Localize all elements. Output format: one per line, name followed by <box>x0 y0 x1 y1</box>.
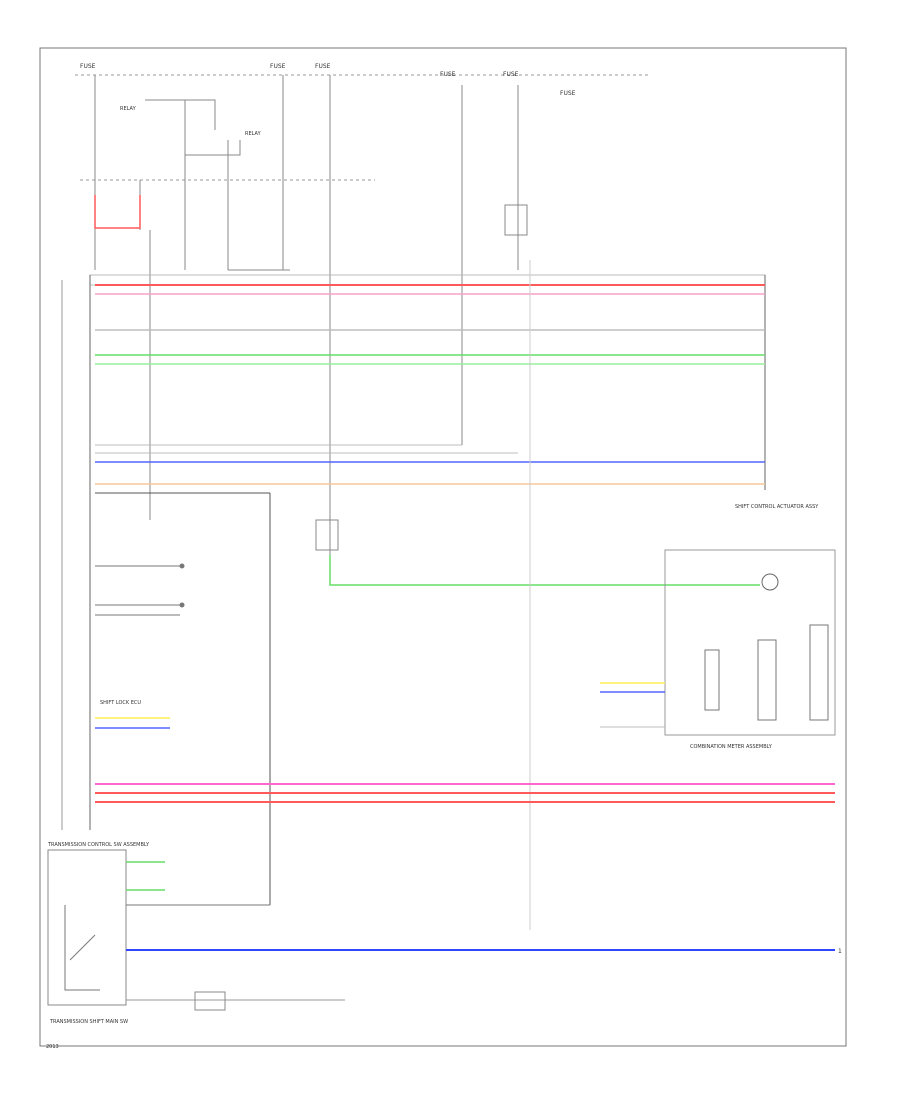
fuse-label: FUSE <box>315 63 331 70</box>
diagram-border <box>39 47 847 1047</box>
transmission-shift-sw-label: TRANSMISSION SHIFT MAIN SW <box>49 1019 128 1025</box>
fuse-label: FUSE <box>270 63 286 70</box>
red-jumper-wire <box>94 195 141 229</box>
fuse-label: FUSE <box>503 71 519 78</box>
relay-label: RELAY <box>120 106 137 112</box>
wire-tag: 1 <box>838 948 842 955</box>
fuse-label: FUSE <box>80 63 96 70</box>
fuse-group <box>94 75 528 580</box>
transmission-control-sw-box <box>47 849 127 1006</box>
footer-code: 2013 <box>46 1044 59 1050</box>
fuse-label: FUSE <box>560 90 576 97</box>
meter-element <box>809 624 829 721</box>
combination-meter-label: COMBINATION METER ASSEMBLY <box>690 744 773 750</box>
bottom-relay-box <box>194 991 226 1011</box>
transmission-control-sw-label: TRANSMISSION CONTROL SW ASSEMBLY <box>47 842 150 848</box>
shift-lock-ecu-label: SHIFT LOCK ECU <box>100 700 141 706</box>
switch-contact <box>64 905 100 991</box>
wire-green-meter <box>329 555 760 586</box>
combination-meter-box <box>664 549 836 736</box>
shift-control-actuator-label: SHIFT CONTROL ACTUATOR ASSY <box>735 504 819 510</box>
meter-gauge <box>761 573 779 591</box>
meter-element <box>704 649 720 711</box>
shift-lock-ecu-box <box>89 274 766 286</box>
fuse-label: FUSE <box>440 71 456 78</box>
switch-blade <box>69 934 96 961</box>
switch-group <box>95 563 185 616</box>
relay-label: RELAY <box>245 131 262 137</box>
meter-element <box>757 639 777 721</box>
